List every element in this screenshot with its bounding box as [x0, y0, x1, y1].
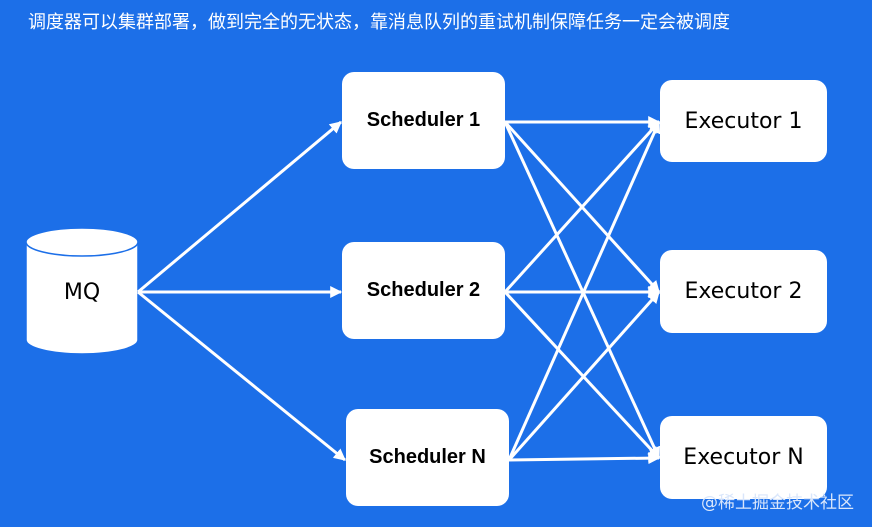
- scheduler-2-node: Scheduler 2: [342, 242, 505, 339]
- scheduler-n-node: Scheduler N: [346, 409, 509, 506]
- scheduler-1-node: Scheduler 1: [342, 72, 505, 169]
- arrow-s2-to-e1: [503, 120, 661, 294]
- arrow-s1-to-en: [503, 121, 661, 460]
- mq-label: MQ: [63, 280, 101, 305]
- source-watermark: @稀土掘金技术社区: [701, 493, 854, 513]
- arrow-sn-to-e1: [507, 120, 661, 461]
- arrow-sn-to-en: [508, 452, 661, 465]
- arrow-mq-to-scheduler-1: [137, 120, 342, 294]
- diagram-heading: 调度器可以集群部署，做到完全的无状态，靠消息队列的重试机制保障任务一定会被调度: [28, 12, 730, 33]
- mq-cylinder: [25, 227, 139, 355]
- arrow-sn-to-e2: [507, 291, 661, 461]
- arrow-s2-to-en: [503, 290, 661, 460]
- executor-1-node: Executor 1: [660, 80, 827, 162]
- executor-2-node: Executor 2: [660, 250, 827, 333]
- arrow-mq-to-scheduler-n: [137, 290, 346, 462]
- executor-n-node: Executor N: [660, 416, 827, 499]
